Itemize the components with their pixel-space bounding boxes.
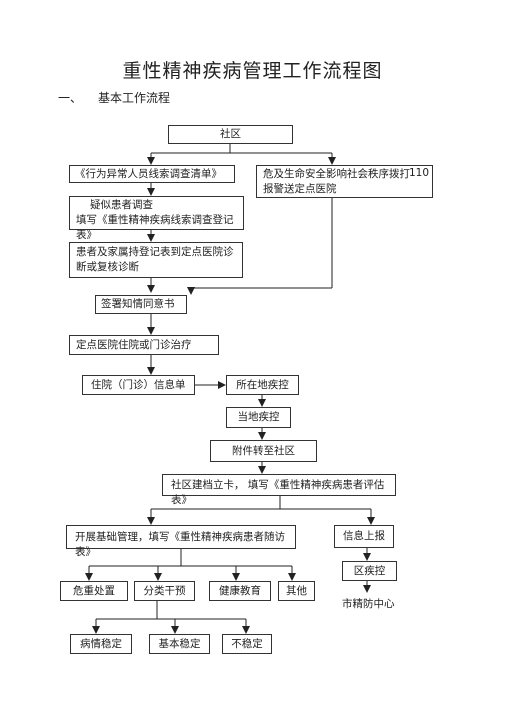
treatment-box: 定点医院住院或门诊治疗	[69, 335, 219, 355]
emergency-box: 危及生命安全影响社会秩序拨打 报警送定点医院	[256, 165, 433, 198]
section-title: 基本工作流程	[98, 91, 171, 105]
info-sheet-box: 住院（门诊）信息单	[82, 375, 195, 395]
local-cdc-box: 所在地疾控	[226, 375, 299, 395]
suspect-line-2: 填写《重性精神疾病线索调查登记表》	[76, 214, 234, 241]
stable-box: 病情稳定	[70, 634, 132, 654]
diagnosis-line-2: 断或复核诊断	[76, 261, 139, 273]
health-education-box: 健康教育	[209, 581, 271, 601]
city-center-label: 市精防中心	[342, 598, 395, 610]
diagnosis-line-1: 患者及家属持登记表到定点医院诊	[76, 246, 234, 258]
report-box: 信息上报	[334, 525, 394, 548]
section-number: 一、	[58, 91, 83, 105]
suspect-line-1: 疑似患者调查	[90, 199, 153, 211]
basic-stable-box: 基本稳定	[149, 634, 210, 654]
archive-box: 社区建档立卡， 填写《重性精神疾病患者评估表》	[162, 474, 396, 506]
district-cdc-box: 区疾控	[342, 561, 397, 581]
current-cdc-box: 当地疾控	[226, 407, 291, 428]
suspect-box: 疑似患者调查 填写《重性精神疾病线索调查登记表》	[69, 196, 244, 241]
crisis-box: 危重处置	[60, 581, 128, 601]
diagnosis-box: 患者及家属持登记表到定点医院诊 断或复核诊断	[69, 242, 243, 278]
emergency-text: 危及生命安全影响社会秩序拨打	[263, 168, 410, 180]
classified-box: 分类干预	[134, 581, 195, 601]
unstable-box: 不稳定	[222, 634, 272, 654]
emergency-number: 110	[409, 167, 430, 179]
transfer-box: 附件转至社区	[210, 440, 317, 462]
management-box: 开展基础管理，填写《重性精神疾病患者随访表》	[66, 525, 296, 558]
other-box: 其他	[278, 581, 315, 601]
page-title: 重性精神疾病管理工作流程图	[122, 60, 383, 82]
emergency-text-2: 报警送定点医院	[263, 183, 337, 195]
consent-box: 签署知情同意书	[95, 295, 187, 314]
questionnaire-box: 《行为异常人员线索调查清单》	[69, 165, 235, 183]
section-heading: 一、 基本工作流程	[58, 89, 170, 106]
community-box: 社区	[168, 125, 293, 144]
